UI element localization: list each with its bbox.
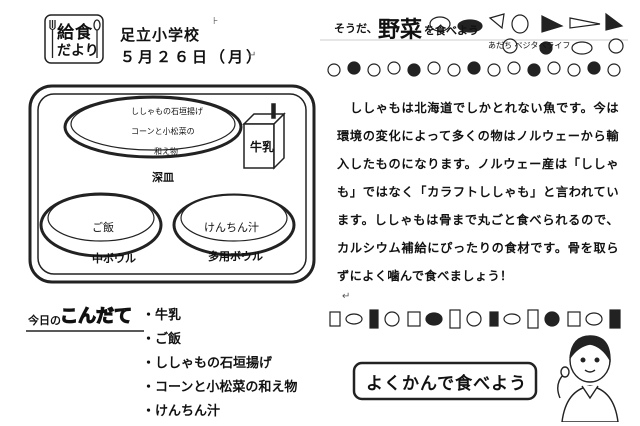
menu-item: ・ししゃもの石垣揚げ — [142, 356, 273, 371]
menu-list: ・牛乳 ・ご飯 ・ししゃもの石垣揚げ ・コーンと小松菜の和え物 ・けんちん汁 — [142, 304, 297, 424]
kyushoku-dayori-logo: 給食 だより — [44, 14, 104, 64]
banner-title: 野菜 — [378, 18, 423, 43]
deep-plate-icon — [63, 95, 243, 159]
vegetable-characters-icon — [327, 61, 621, 77]
vegetable-illustrations-icon — [327, 12, 624, 77]
spoon-icon — [93, 19, 101, 58]
deep-plate-label: 深皿 — [152, 171, 174, 184]
todays-menu-heading: 今日の こんだて — [26, 300, 144, 334]
return-mark: ↵ — [342, 291, 351, 302]
menu-item: ・けんちん汁 — [142, 404, 221, 419]
logo-title: 給食 — [57, 23, 93, 43]
multi-use-bowl-icon — [172, 193, 296, 257]
girl-character-icon — [552, 328, 628, 423]
chew-well-slogan: よくかんで食べよう — [352, 361, 538, 401]
middle-bowl-label: 中ボウル — [92, 252, 136, 265]
middle-bowl-item: ご飯 — [92, 221, 114, 234]
slogan-text: よくかんで食べよう — [366, 374, 528, 394]
banner-subtitle: あだち ベジタベライフ — [488, 41, 571, 50]
menu-item: ・コーンと小松菜の和え物 — [142, 380, 298, 395]
school-name: 足立小学校 — [120, 26, 201, 44]
deep-plate-item: コーンと小松菜の — [131, 127, 195, 136]
utensil-border-strip — [326, 306, 626, 332]
meal-tray-diagram: ししゃもの石垣揚げ コーンと小松菜の 和え物 深皿 牛乳 ご飯 中ボウル けんち… — [28, 84, 316, 284]
banner-tail: を食べよう — [424, 24, 479, 37]
milk-carton-icon — [242, 103, 286, 170]
multi-use-bowl-item: けんちん汁 — [204, 221, 259, 234]
return-mark: ↵ — [248, 50, 257, 61]
deep-plate-item: ししゃもの石垣揚げ — [131, 107, 203, 116]
vegetable-banner: そうだ、 野菜 を食べよう あだち ベジタベライフ — [320, 10, 628, 80]
fork-icon — [49, 20, 56, 58]
deep-plate-item: 和え物 — [154, 147, 178, 156]
anchor-mark: ⊦ — [213, 16, 219, 27]
shishamo-article: ししゃもは北海道でしかとれない魚です。今は環境の変化によって多くの物はノルウェー… — [337, 101, 619, 283]
utensils-pattern-icon — [329, 309, 621, 329]
menu-item: ・牛乳 — [142, 308, 182, 323]
tray-inner — [37, 93, 307, 275]
banner-prefix: そうだ、 — [334, 22, 378, 35]
issue-date: ５月２６日（月） — [120, 48, 265, 66]
menu-title-main: こんだて — [59, 305, 132, 327]
milk-label: 牛乳 — [250, 140, 275, 154]
multi-use-bowl-label: 多用ボウル — [208, 250, 263, 263]
menu-title-prefix: 今日の — [28, 314, 61, 327]
menu-item: ・ご飯 — [142, 332, 182, 347]
middle-bowl-icon — [39, 192, 163, 258]
logo-subtitle: だより — [57, 43, 99, 59]
